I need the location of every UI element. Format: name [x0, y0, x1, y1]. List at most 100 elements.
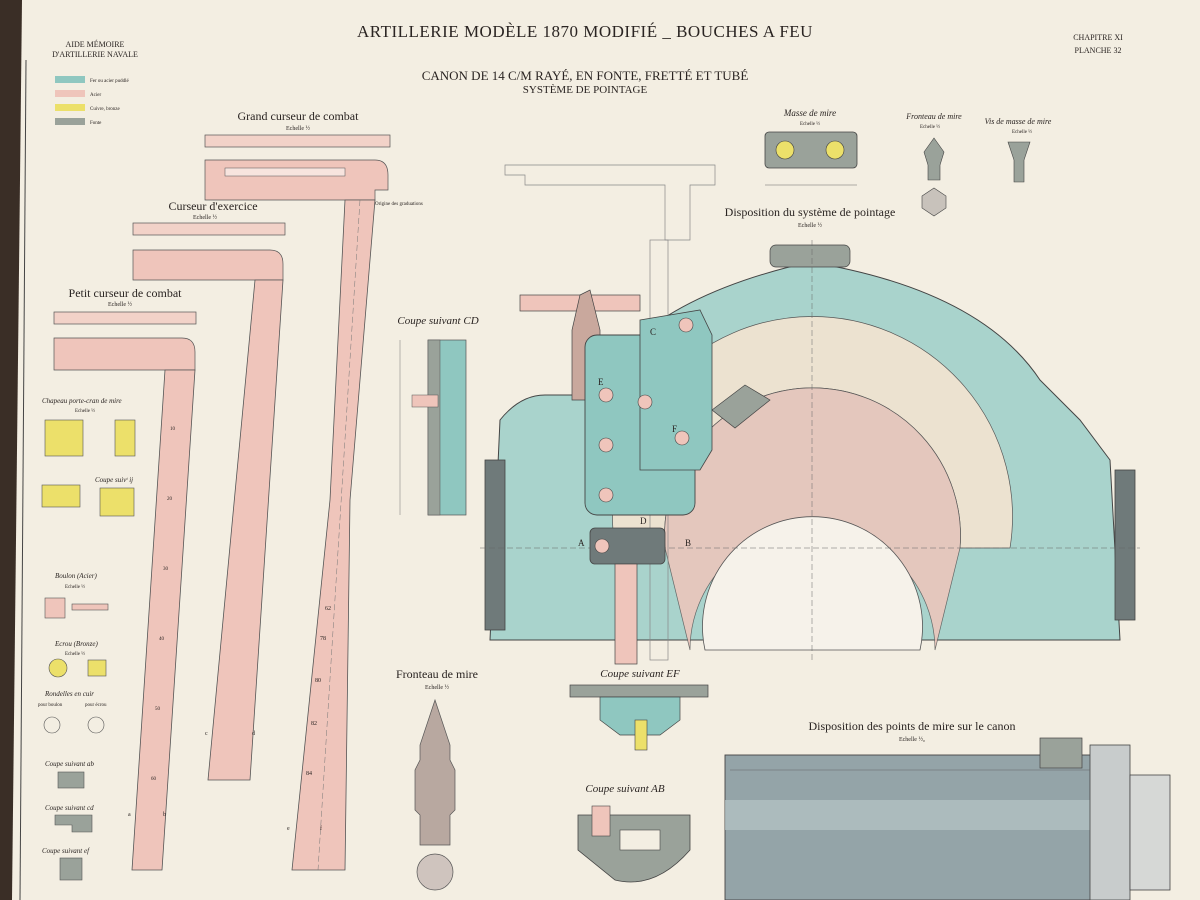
- ecrou-scale: Echelle ½: [65, 652, 85, 657]
- petit-curseur-mark-60: 60: [151, 777, 157, 782]
- breech-right-flange: [1114, 469, 1136, 621]
- breech-left-flange: [484, 459, 506, 631]
- fronteau-small-title: Fronteau de mire: [905, 112, 962, 121]
- coupe-ef-small: [59, 857, 83, 881]
- fronteau-big-scale: Echelle ½: [425, 684, 449, 691]
- hausse-bolt-3: [598, 487, 614, 503]
- fronteau-small-base: [921, 187, 947, 217]
- coupe-ab-small: [57, 771, 85, 789]
- hausse-bolt-4: [678, 317, 694, 333]
- masse-mire-scale: Echelle ½: [800, 122, 820, 127]
- petit-curseur-title: Petit curseur de combat: [69, 286, 183, 300]
- point-label-E: E: [598, 377, 604, 387]
- coupe-CD-inner: [427, 339, 441, 516]
- legend-swatch-iron: [55, 76, 85, 83]
- hausse-collar-bolt: [594, 538, 610, 554]
- curseur-exercice-head: [132, 222, 286, 236]
- petit-curseur-mark-40: 40: [159, 637, 165, 642]
- chapeau-part-side: [114, 419, 136, 457]
- petit-curseur-scale: Echelle ½: [108, 301, 132, 308]
- header-left-line1: AIDE MÉMOIRE: [66, 39, 125, 49]
- masse-mire-title: Masse de mire: [783, 108, 836, 118]
- disposition-points-scale: Echelle ½₀: [899, 736, 925, 743]
- vis-masse-drawing: Vis de masse de mire Echelle ½: [985, 117, 1052, 183]
- petit-curseur-drawing: Petit curseur de combat Echelle ½ 10 20 …: [53, 286, 197, 871]
- grand-curseur-mark-84: 84: [306, 771, 312, 777]
- coupe-CD-drawing: Coupe suivant CD: [397, 315, 479, 516]
- disposition-systeme-title: Disposition du système de pointage: [725, 205, 896, 219]
- cannon-sight-mount: [1039, 737, 1083, 769]
- hausse-bolt-5: [674, 430, 690, 446]
- point-label-A: A: [578, 538, 585, 548]
- plate-border-left: [19, 59, 27, 900]
- chapeau-part-ij: [99, 487, 135, 517]
- front-lug: [711, 384, 771, 429]
- plate-subtitle: CANON DE 14 C/M RAYÉ, EN FONTE, FRETTÉ E…: [422, 68, 749, 83]
- pour-boulon-label: pour boulon: [38, 703, 63, 708]
- curseur-exercice-rod: [207, 279, 284, 781]
- coupe-EF-drawing: Coupe suivant EF: [569, 668, 709, 751]
- grand-curseur-letter-f: f: [320, 825, 322, 832]
- cannon-band: [1089, 744, 1131, 900]
- point-label-C: C: [650, 327, 656, 337]
- curseur-exercice-title: Curseur d'exercice: [168, 199, 257, 213]
- petit-curseur-mark-10: 10: [170, 427, 176, 432]
- rondelles-title: Rondelles en cuir: [44, 690, 94, 698]
- rondelle-boulon: [43, 716, 61, 734]
- grand-curseur-slot: [224, 167, 346, 177]
- curseur-exercice-drawing: Curseur d'exercice Echelle ½ c d: [132, 199, 286, 781]
- coupe-EF-pin: [634, 719, 648, 751]
- hausse-bolt-6: [637, 394, 653, 410]
- grand-curseur-mark-80: 80: [315, 678, 321, 684]
- petit-curseur-mark-20: 20: [167, 497, 173, 502]
- curseur-exercice-body: [132, 249, 284, 281]
- grand-curseur-rod-centerline: [317, 199, 361, 871]
- coupe-ef-small-label: Coupe suivant ef: [42, 847, 90, 855]
- coupe-AB-drawing: Coupe suivant AB: [577, 783, 691, 883]
- vis-masse-scale: Echelle ½: [1012, 130, 1032, 135]
- petit-curseur-rod: [131, 369, 196, 871]
- fronteau-small-scale: Echelle ½: [920, 125, 940, 130]
- grand-curseur-mark-82: 82: [311, 721, 317, 727]
- top-sight-base: [769, 244, 851, 268]
- header-right-line2: PLANCHE 32: [1075, 46, 1122, 55]
- header-right-line1: CHAPITRE XI: [1073, 33, 1123, 42]
- coupe-AB-slot: [619, 829, 661, 851]
- boulon-shank: [71, 603, 109, 611]
- grand-curseur-mark-62: 62: [325, 606, 331, 612]
- boulon-title: Boulon (Acier): [55, 572, 97, 580]
- petit-curseur-mark-30: 30: [163, 567, 169, 572]
- ecrou-title: Ecrou (Bronze): [54, 640, 98, 648]
- coupe-AB-screw: [591, 805, 611, 837]
- disposition-points-drawing: Disposition des points de mire sur le ca…: [724, 719, 1171, 900]
- origine-graduations-label: Origine des graduations: [375, 202, 423, 207]
- legend-label-castiron: Fonte: [90, 121, 102, 126]
- curseur-exercice-letter-d: d: [252, 731, 255, 737]
- coupe-EF-body: [599, 696, 681, 736]
- legend-swatch-castiron: [55, 118, 85, 125]
- small-sections: Coupe suivant ab Coupe suivant cd Coupe …: [42, 760, 94, 881]
- plate-subtitle-2: SYSTÈME DE POINTAGE: [523, 84, 648, 96]
- coupe-CD-screw: [411, 394, 439, 408]
- hausse-lower-rod: [614, 563, 638, 665]
- ecrou-front: [48, 658, 68, 678]
- hausse-bolt-2: [598, 437, 614, 453]
- boulon-ecrou-drawing: Boulon (Acier) Echelle ½ Ecrou (Bronze) …: [38, 572, 109, 734]
- masse-mire-hole-left: [775, 140, 795, 160]
- masse-mire-hole-right: [825, 140, 845, 160]
- fronteau-small-drawing: Fronteau de mire Echelle ½: [905, 112, 962, 217]
- header-left-line2: D'ARTILLERIE NAVALE: [52, 50, 138, 59]
- grand-curseur-scale: Echelle ½: [286, 125, 310, 132]
- fronteau-big-base: [416, 853, 454, 891]
- cannon-muzzle: [1129, 774, 1171, 891]
- legend-label-bronze: Cuivre, bronze: [90, 107, 120, 112]
- coupe-cd-small: [54, 814, 93, 833]
- disposition-systeme-scale: Echelle ½: [798, 222, 822, 229]
- rondelle-ecrou: [87, 716, 105, 734]
- legend-swatch-steel: [55, 90, 85, 97]
- chapeau-drawing: Chapeau porte-cran de mire Echelle ½ Cou…: [41, 397, 136, 517]
- grand-curseur-letter-e: e: [287, 826, 290, 832]
- chapeau-part-section: [41, 484, 81, 508]
- pour-ecrou-label: pour écrou: [85, 703, 107, 708]
